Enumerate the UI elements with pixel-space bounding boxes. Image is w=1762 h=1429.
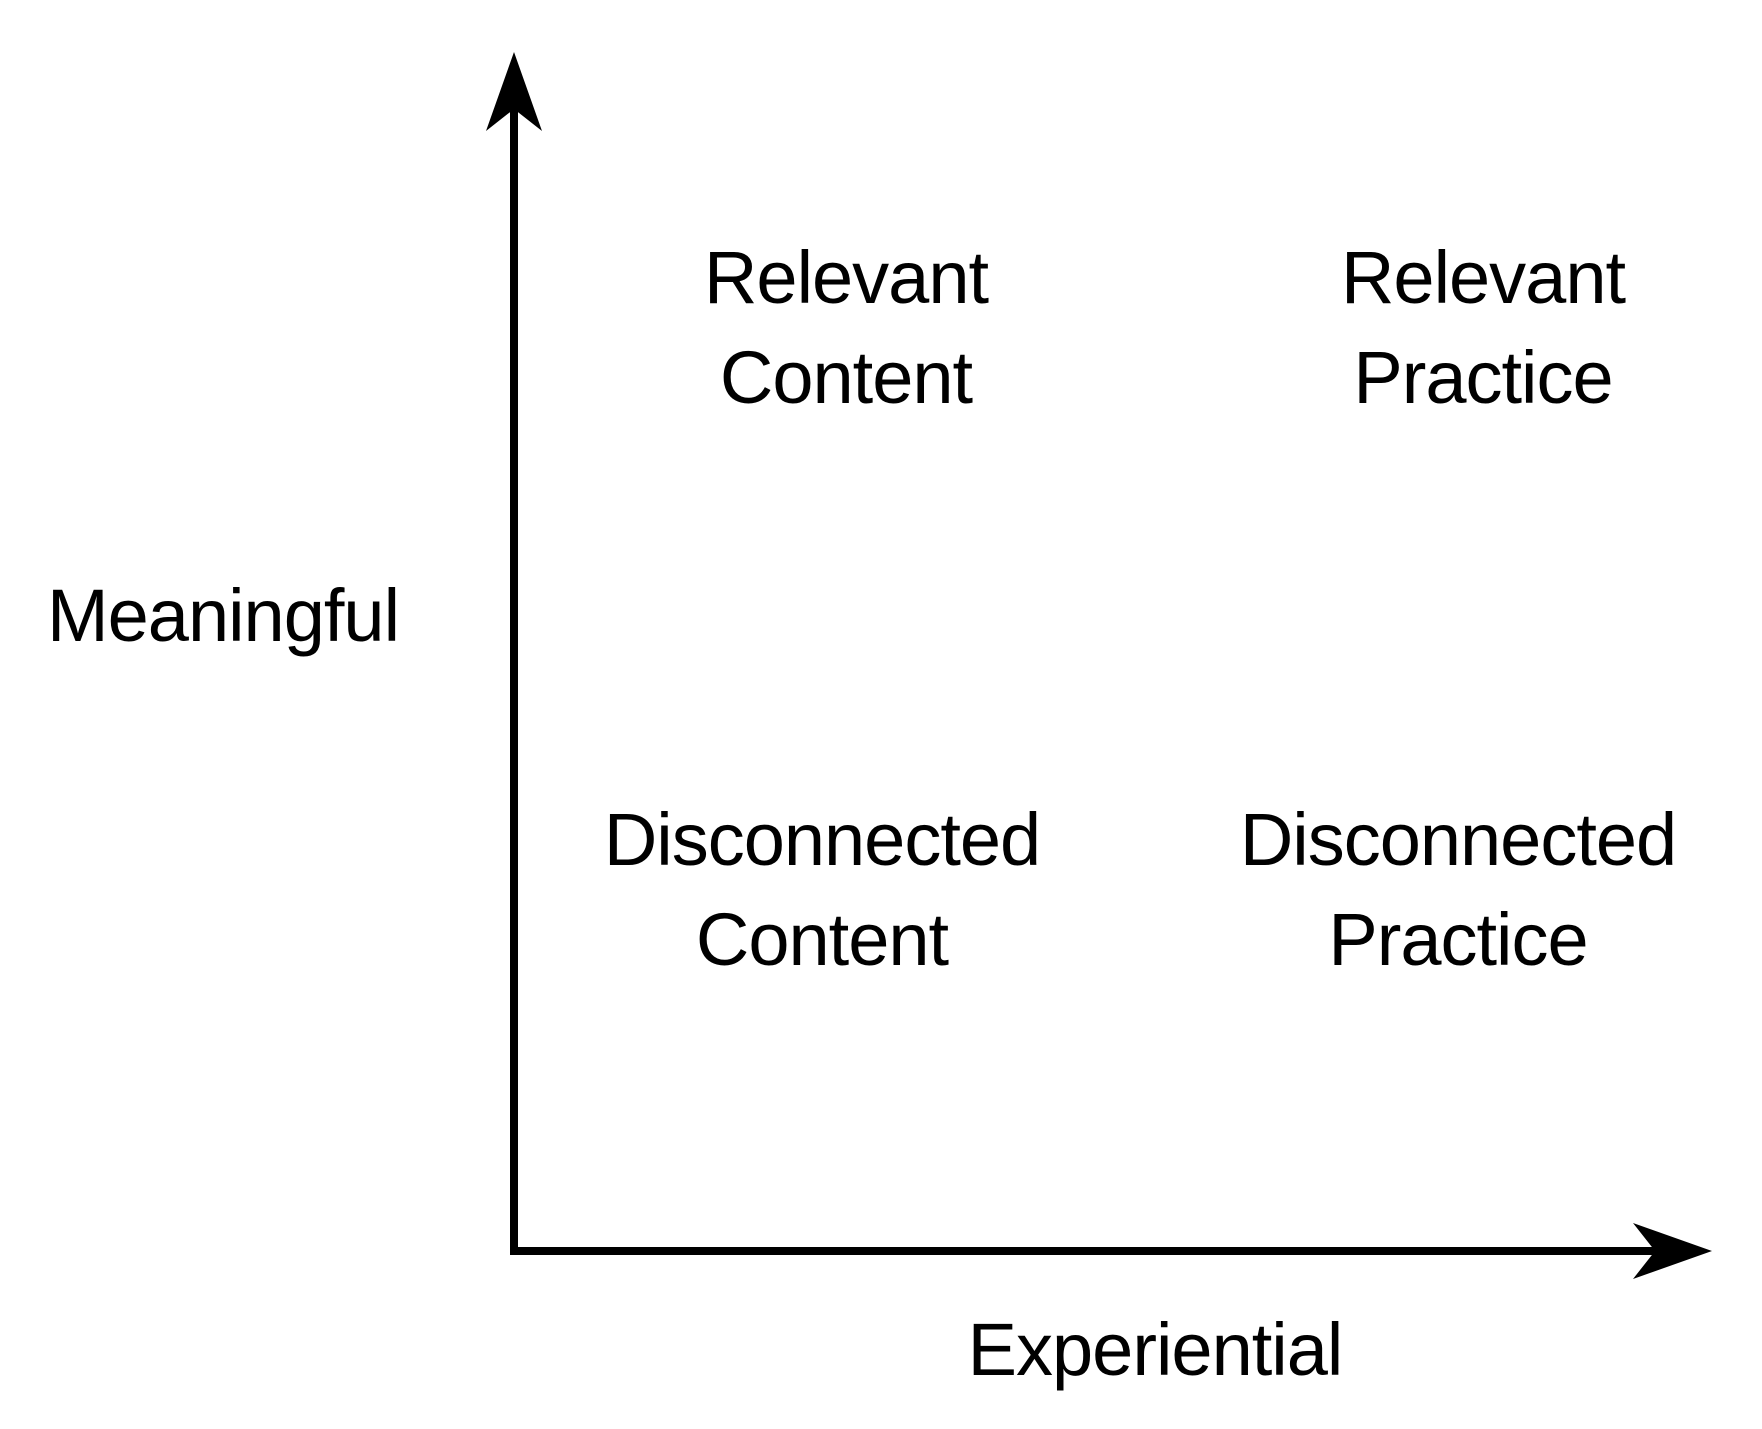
quadrant-label-line: Disconnected: [603, 798, 1041, 881]
quadrant-label-line: Relevant: [1340, 236, 1626, 319]
y-axis-arrowhead-icon: [486, 52, 542, 131]
quadrant-label-relevant-content: Relevant Content: [703, 228, 989, 428]
quadrant-label-line: Relevant: [703, 236, 989, 319]
x-axis-arrowhead-icon: [1633, 1223, 1712, 1279]
quadrant-label-line: Content: [695, 898, 949, 981]
quadrant-label-line: Content: [719, 336, 973, 419]
x-axis-label: Experiential: [967, 1308, 1344, 1391]
quadrant-label-disconnected-content: Disconnected Content: [603, 790, 1041, 990]
quadrant-label-line: Disconnected: [1239, 798, 1677, 881]
quadrant-label-disconnected-practice: Disconnected Practice: [1239, 790, 1677, 990]
quadrant-label-line: Practice: [1353, 336, 1613, 419]
quadrant-label-line: Practice: [1328, 898, 1588, 981]
y-axis-label: Meaningful: [46, 574, 400, 657]
quadrant-label-relevant-practice: Relevant Practice: [1340, 228, 1626, 428]
